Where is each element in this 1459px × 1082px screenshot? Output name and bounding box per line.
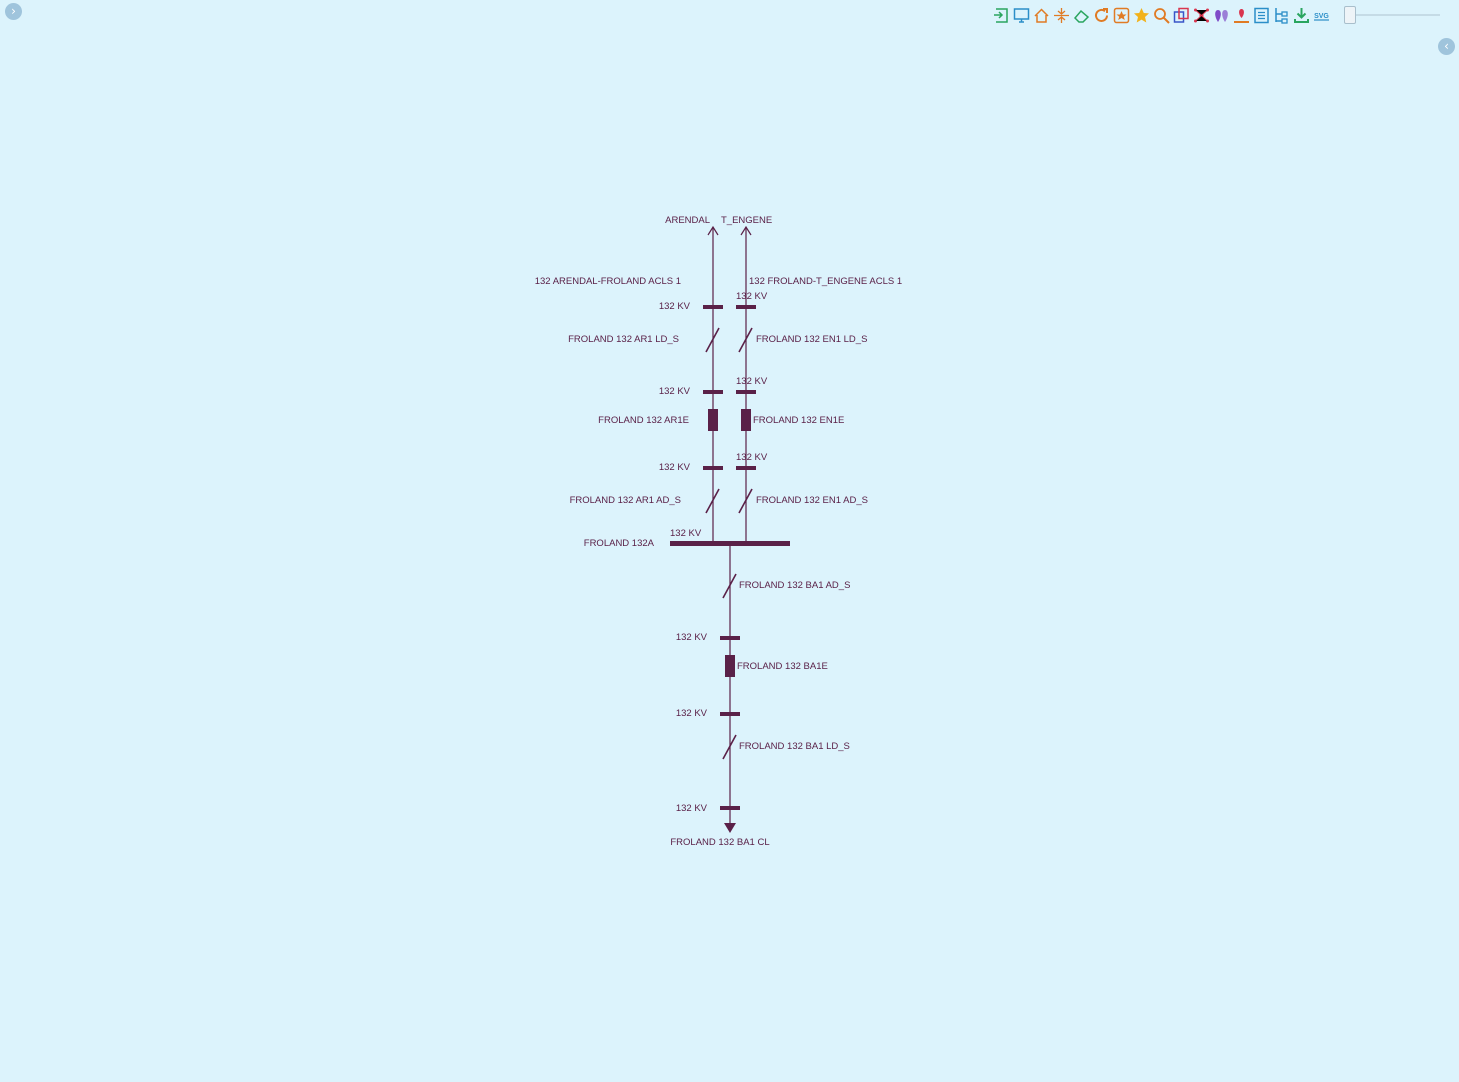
busbar [670, 541, 790, 546]
split-icon [1053, 7, 1069, 23]
disconnector-en1-ad [738, 488, 753, 514]
copy-icon [1173, 7, 1189, 23]
node-bar [736, 466, 756, 470]
toolbar: SVG [991, 5, 1331, 25]
node-bar [720, 636, 740, 640]
load-label-ba1-cl: FROLAND 132 BA1 CL [670, 837, 769, 848]
node-bar [720, 806, 740, 810]
breaker-label-ba1e: FROLAND 132 BA1E [737, 661, 828, 672]
chevron-left-icon: ‹ [1444, 39, 1449, 53]
switch-label-ar1-ld: FROLAND 132 AR1 LD_S [568, 334, 679, 345]
voltage-label: 132 KV [659, 462, 691, 473]
node-bar [720, 712, 740, 716]
switch-label-ba1-ld: FROLAND 132 BA1 LD_S [739, 741, 850, 752]
switch-label-ar1-ad: FROLAND 132 AR1 AD_S [570, 495, 681, 506]
voltage-label: 132 KV [659, 386, 691, 397]
chevron-right-icon: › [11, 4, 16, 18]
tree-button[interactable] [1271, 5, 1291, 25]
refresh-icon [1094, 7, 1108, 22]
line-label-arendal-froland: 132 ARENDAL-FROLAND ACLS 1 [535, 276, 681, 287]
enter-icon [993, 7, 1008, 23]
line-label-froland-t-engene: 132 FROLAND-T_ENGENE ACLS 1 [749, 276, 902, 287]
disconnector-ar1-ad [705, 488, 720, 514]
voltage-label: 132 KV [736, 291, 768, 302]
switch-label-ba1-ad: FROLAND 132 BA1 AD_S [739, 580, 850, 591]
disconnector-ba1-ad [722, 573, 737, 599]
breaker-label-en1e: FROLAND 132 EN1E [753, 415, 844, 426]
svg-export-icon: SVG [1313, 13, 1329, 21]
switch-label-en1-ld: FROLAND 132 EN1 LD_S [756, 334, 867, 345]
node-bar [703, 390, 723, 394]
node-bar [736, 305, 756, 309]
load-arrow [724, 823, 736, 833]
screen-icon [1013, 7, 1029, 23]
zoom-slider[interactable] [1344, 6, 1440, 24]
voltage-label: 132 KV [736, 452, 768, 463]
switch-label-en1-ad: FROLAND 132 EN1 AD_S [756, 495, 868, 506]
list-button[interactable] [1251, 5, 1271, 25]
download-button[interactable] [1291, 5, 1311, 25]
map-pins-button[interactable] [1211, 5, 1231, 25]
eraser-icon [1073, 9, 1089, 23]
breaker-ba1e [725, 655, 735, 677]
disconnector-ar1-ld [705, 327, 720, 353]
screen-button[interactable] [1011, 5, 1031, 25]
svg-export-button[interactable]: SVG [1311, 5, 1331, 25]
right-feeder-arrow [740, 225, 752, 236]
home-icon [1033, 7, 1049, 23]
breaker-en1e [741, 409, 751, 431]
split-button[interactable] [1051, 5, 1071, 25]
star-button[interactable] [1131, 5, 1151, 25]
network-button[interactable] [1191, 5, 1211, 25]
collapse-panel-button[interactable]: ‹ [1438, 38, 1455, 55]
voltage-label: 132 KV [676, 632, 708, 643]
left-feeder-arrow [707, 225, 719, 236]
refresh-button[interactable] [1091, 5, 1111, 25]
node-bar [703, 466, 723, 470]
voltage-label: 132 KV [659, 301, 691, 312]
voltage-label: 132 KV [736, 376, 768, 387]
node-bar [703, 305, 723, 309]
network-icon [1193, 8, 1209, 22]
search-icon [1153, 7, 1170, 24]
voltage-label: 132 KV [676, 803, 708, 814]
star-icon [1133, 7, 1149, 22]
disconnector-ba1-ld [722, 734, 737, 760]
zoom-handle[interactable] [1344, 6, 1356, 24]
breaker-label-ar1e: FROLAND 132 AR1E [598, 415, 689, 426]
disconnector-en1-ld [738, 327, 753, 353]
list-icon [1253, 7, 1269, 23]
node-bar [736, 390, 756, 394]
copy-button[interactable] [1171, 5, 1191, 25]
feeder-label-arendal: ARENDAL [665, 215, 710, 226]
voltage-label: 132 KV [676, 708, 708, 719]
svg-text:SVG: SVG [1314, 13, 1329, 20]
map-marker-icon [1233, 8, 1249, 23]
busbar-voltage-label: 132 KV [670, 528, 702, 539]
search-button[interactable] [1151, 5, 1171, 25]
busbar-name-label: FROLAND 132A [584, 538, 655, 549]
eraser-button[interactable] [1071, 5, 1091, 25]
expand-panel-button[interactable]: › [5, 3, 22, 20]
star-box-icon [1113, 7, 1129, 23]
tree-icon [1274, 7, 1288, 24]
map-marker-button[interactable] [1231, 5, 1251, 25]
home-button[interactable] [1031, 5, 1051, 25]
map-pins-icon [1214, 9, 1228, 22]
feeder-label-t-engene: T_ENGENE [721, 215, 772, 226]
zoom-track [1348, 14, 1440, 16]
enter-button[interactable] [991, 5, 1011, 25]
download-icon [1293, 7, 1309, 23]
star-box-button[interactable] [1111, 5, 1131, 25]
breaker-ar1e [708, 409, 718, 431]
